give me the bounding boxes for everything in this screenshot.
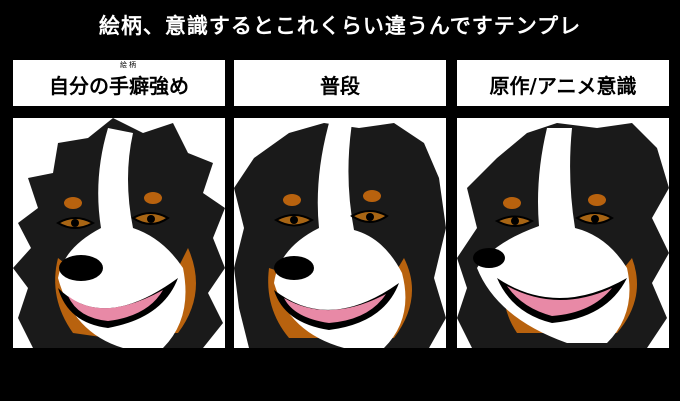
ruby-base: 手癖 bbox=[109, 73, 149, 98]
panel-label-anime: 原作/アニメ意識 bbox=[457, 60, 669, 106]
dog-face-icon bbox=[13, 118, 225, 348]
page-title: 絵柄、意識するとこれくらい違うんですテンプレ bbox=[98, 14, 582, 38]
panel-label-normal: 普段 bbox=[234, 60, 446, 106]
dog-illustration-anime bbox=[457, 118, 669, 348]
panel-strong: 自分の 絵柄 手癖 強め bbox=[13, 60, 225, 348]
label-prefix: 自分の bbox=[49, 73, 109, 98]
label-suffix: 強め bbox=[149, 73, 189, 98]
dog-illustration-normal bbox=[234, 118, 446, 348]
dog-illustration-strong bbox=[13, 118, 225, 348]
ruby-text: 絵柄 bbox=[120, 60, 138, 69]
dog-face-icon bbox=[457, 123, 669, 348]
ruby-word: 絵柄 手癖 bbox=[109, 61, 149, 99]
dog-face-icon bbox=[234, 123, 446, 348]
panel-normal: 普段 bbox=[234, 60, 446, 348]
panel-anime: 原作/アニメ意識 bbox=[457, 60, 669, 348]
panel-label-strong: 自分の 絵柄 手癖 強め bbox=[13, 60, 225, 106]
